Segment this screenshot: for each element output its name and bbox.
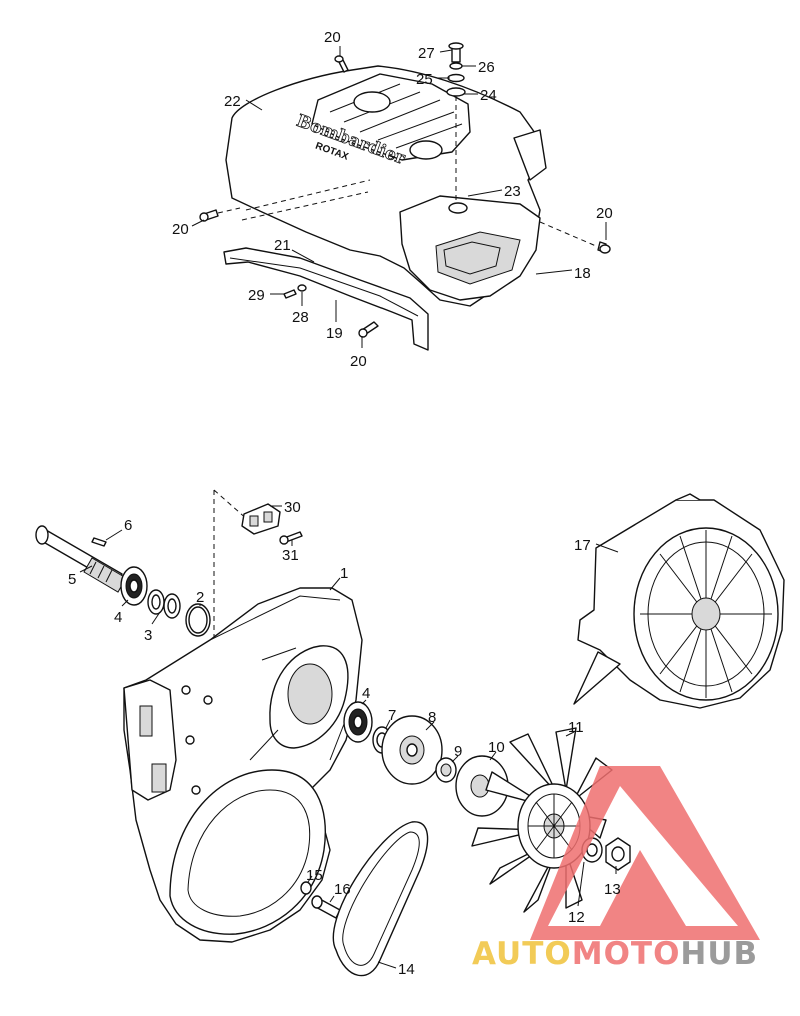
lower-housing-assembly — [123, 489, 363, 943]
pulley-half-part-8 — [381, 715, 443, 785]
rings-part-3 — [147, 589, 181, 619]
callout-29: 29 — [248, 287, 265, 304]
callout-19: 19 — [326, 325, 343, 342]
shroud-part-17 — [573, 493, 785, 709]
callout-30: 30 — [284, 499, 301, 516]
callout-1: 1 — [340, 565, 348, 582]
callout-9: 9 — [454, 743, 462, 760]
fan-part-11 — [471, 727, 613, 913]
callout-11: 11 — [568, 719, 584, 736]
callout-14: 14 — [398, 961, 415, 978]
bolt-part-16 — [311, 895, 341, 919]
callout-20-right: 20 — [596, 205, 613, 222]
callout-7: 7 — [388, 707, 396, 724]
callout-13: 13 — [604, 881, 621, 898]
bearing-part-4-left — [120, 566, 148, 606]
callout-2: 2 — [196, 589, 204, 606]
upper-cover-assembly: Bombardier ROTAX — [199, 42, 611, 351]
callout-8: 8 — [428, 709, 436, 726]
key-part-6 — [91, 537, 107, 547]
nut-part-13 — [605, 837, 631, 871]
callout-25: 25 — [416, 71, 433, 88]
watermark-auto: AUTOMOTOHUB — [472, 936, 758, 972]
callout-10: 10 — [488, 739, 505, 756]
callout-16: 16 — [334, 881, 351, 898]
callout-21: 21 — [274, 237, 291, 254]
washer-part-28 — [297, 284, 307, 292]
washer-part-15 — [300, 881, 312, 895]
callout-6: 6 — [124, 517, 132, 534]
pulley-half-part-10 — [455, 755, 509, 817]
belt-part-14 — [332, 821, 429, 977]
screw-part-20-top — [334, 55, 349, 73]
hub-part-9 — [435, 757, 457, 783]
watermark-triangle-icon — [530, 766, 760, 940]
callout-28: 28 — [292, 309, 309, 326]
clip-part-30 — [241, 503, 281, 535]
screw-part-20-bottom — [358, 321, 379, 338]
callout-27: 27 — [418, 45, 435, 62]
callout-4-right: 4 — [362, 685, 370, 702]
fastener-stack-24-27 — [446, 42, 466, 200]
screw-part-20-right — [539, 221, 611, 254]
shaft-part-5 — [35, 525, 127, 593]
bracket-part-19 — [223, 247, 429, 351]
grommet-part-23 — [448, 202, 468, 214]
screw-part-29 — [283, 289, 297, 299]
callout-20-left: 20 — [172, 221, 189, 238]
callout-3: 3 — [144, 627, 152, 644]
callout-22: 22 — [224, 93, 241, 110]
callout-26: 26 — [478, 59, 495, 76]
callout-12: 12 — [568, 909, 585, 926]
callout-20-bottom: 20 — [350, 353, 367, 370]
bearing-part-4-right — [343, 701, 373, 743]
callouts: 20 27 26 25 24 22 23 20 20 21 18 29 28 1… — [68, 29, 621, 978]
watermark: AUTOMOTOHUB — [472, 766, 760, 972]
cover-top-ridge — [311, 73, 471, 161]
callout-5: 5 — [68, 571, 76, 588]
callout-4-left: 4 — [114, 609, 122, 626]
callout-15: 15 — [306, 867, 323, 884]
screw-part-20-left — [199, 207, 241, 222]
screw-part-31 — [279, 531, 303, 545]
callout-23: 23 — [504, 183, 521, 200]
callout-18: 18 — [574, 265, 591, 282]
snap-ring-part-2 — [185, 603, 211, 637]
callout-24: 24 — [480, 87, 497, 104]
callout-20-top: 20 — [324, 29, 341, 46]
callout-31: 31 — [282, 547, 299, 564]
callout-17: 17 — [574, 537, 591, 554]
